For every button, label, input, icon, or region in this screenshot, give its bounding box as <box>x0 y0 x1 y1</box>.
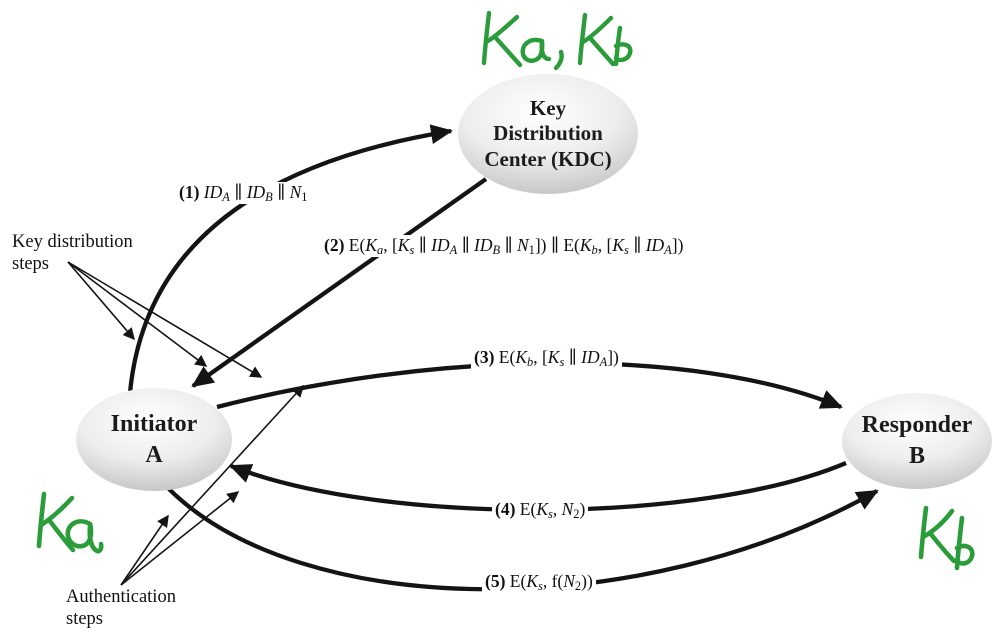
authentication-pointer-3 <box>120 384 305 586</box>
message-label-2: (2) E(Ka, [Ks ∥ IDA ∥ IDB ∥ N1]) ∥ E(Kb,… <box>321 235 687 258</box>
node-kdc: Key Distribution Center (KDC) <box>458 74 638 194</box>
authentication-pointer-2 <box>120 491 240 586</box>
kdc-label-line3: Center (KDC) <box>484 146 612 171</box>
arrow-1-a-to-kdc <box>127 124 453 394</box>
responder-label-line2: B <box>908 443 925 469</box>
authentication-steps-label: Authentication steps <box>66 587 176 631</box>
responder-label-line1: Responder <box>861 412 973 439</box>
kdc-label-line2: Distribution <box>493 121 603 146</box>
key-distribution-pointer-3 <box>67 261 263 378</box>
authentication-pointer-1 <box>120 514 169 586</box>
key-distribution-steps-line2: steps <box>12 253 49 274</box>
handwriting-ka-kb-strokes <box>481 10 633 71</box>
handwritten-initiator-key-annotation <box>36 491 104 554</box>
key-distribution-pointer-1 <box>67 261 135 341</box>
message-label-5: (5) E(Ks, f(N2)) <box>482 571 596 594</box>
node-responder-b: Responder B <box>842 393 992 489</box>
message-label-1: (1) IDA ∥ IDB ∥ N1 <box>176 182 311 205</box>
pointer-arrows <box>67 261 305 586</box>
handwritten-responder-key-annotation <box>918 505 975 571</box>
message-label-4: (4) E(Ks, N2) <box>492 499 589 522</box>
handwriting-ka-strokes <box>36 491 104 554</box>
key-distribution-pointer-2 <box>67 261 208 367</box>
authentication-steps-line1: Authentication <box>66 587 176 607</box>
handwriting-kb-strokes <box>918 505 975 571</box>
key-distribution-steps-line1: Key distribution <box>12 232 133 252</box>
arrow-2-kdc-to-a <box>191 177 488 388</box>
kdc-label-line1: Key <box>529 95 567 120</box>
initiator-label-line1: Initiator <box>110 410 198 437</box>
key-distribution-steps-label: Key distribution steps <box>12 232 133 276</box>
authentication-steps-line2: steps <box>66 608 103 629</box>
node-initiator-a: Initiator A <box>76 388 232 491</box>
initiator-label-line2: A <box>145 441 163 468</box>
message-label-3: (3) E(Kb, [Ks ∥ IDA]) <box>471 347 622 370</box>
arrow-3-a-to-b <box>216 360 843 410</box>
handwritten-kdc-keys-annotation <box>481 10 633 71</box>
